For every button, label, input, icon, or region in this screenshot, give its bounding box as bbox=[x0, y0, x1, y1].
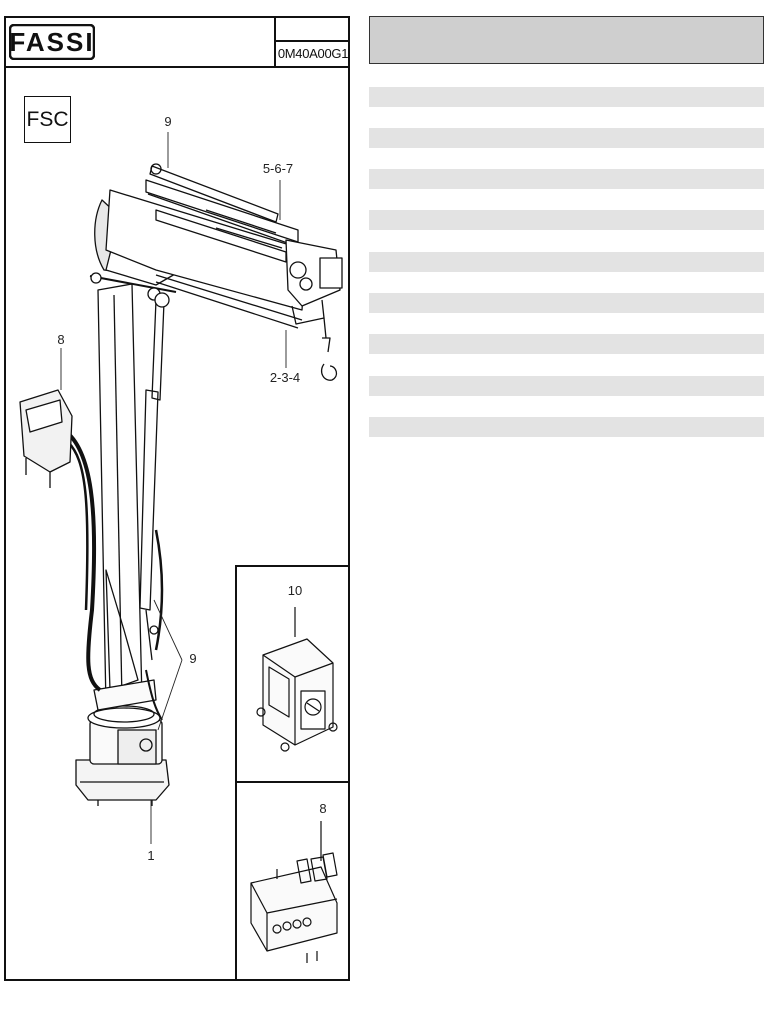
callout-extensions: 5-6-7 bbox=[262, 161, 294, 176]
crane-illustration bbox=[19, 132, 343, 844]
header-cell-line bbox=[274, 40, 350, 42]
logo-text: FASSI bbox=[9, 26, 95, 57]
table-row bbox=[369, 210, 764, 230]
callout-top-cylinder: 9 bbox=[164, 114, 172, 129]
parts-table-header bbox=[369, 16, 764, 64]
fassi-logo: FASSI bbox=[9, 24, 95, 60]
valve-illustration bbox=[256, 607, 338, 752]
table-row bbox=[369, 376, 764, 396]
inset-valve-panel: 10 bbox=[235, 565, 350, 783]
callout-boom: 2-3-4 bbox=[269, 370, 301, 385]
table-row bbox=[369, 293, 764, 313]
series-label: FSC bbox=[24, 96, 71, 143]
valve-bank-illustration bbox=[250, 821, 338, 963]
logo-frame-icon bbox=[9, 24, 95, 60]
header-divider bbox=[274, 16, 276, 68]
table-row bbox=[369, 128, 764, 148]
callout-inset-valve: 10 bbox=[287, 583, 303, 598]
table-row bbox=[369, 334, 764, 354]
table-row bbox=[369, 252, 764, 272]
callout-column: 1 bbox=[147, 848, 155, 863]
table-row bbox=[369, 169, 764, 189]
drawing-code: 0M40A00G1 bbox=[277, 46, 349, 61]
callout-hoses: 9 bbox=[189, 651, 197, 666]
inset-bank-panel: 8 bbox=[235, 781, 350, 981]
callout-inset-bank: 8 bbox=[319, 801, 327, 816]
callout-control-box: 8 bbox=[57, 332, 65, 347]
table-row bbox=[369, 417, 764, 437]
table-row bbox=[369, 87, 764, 107]
